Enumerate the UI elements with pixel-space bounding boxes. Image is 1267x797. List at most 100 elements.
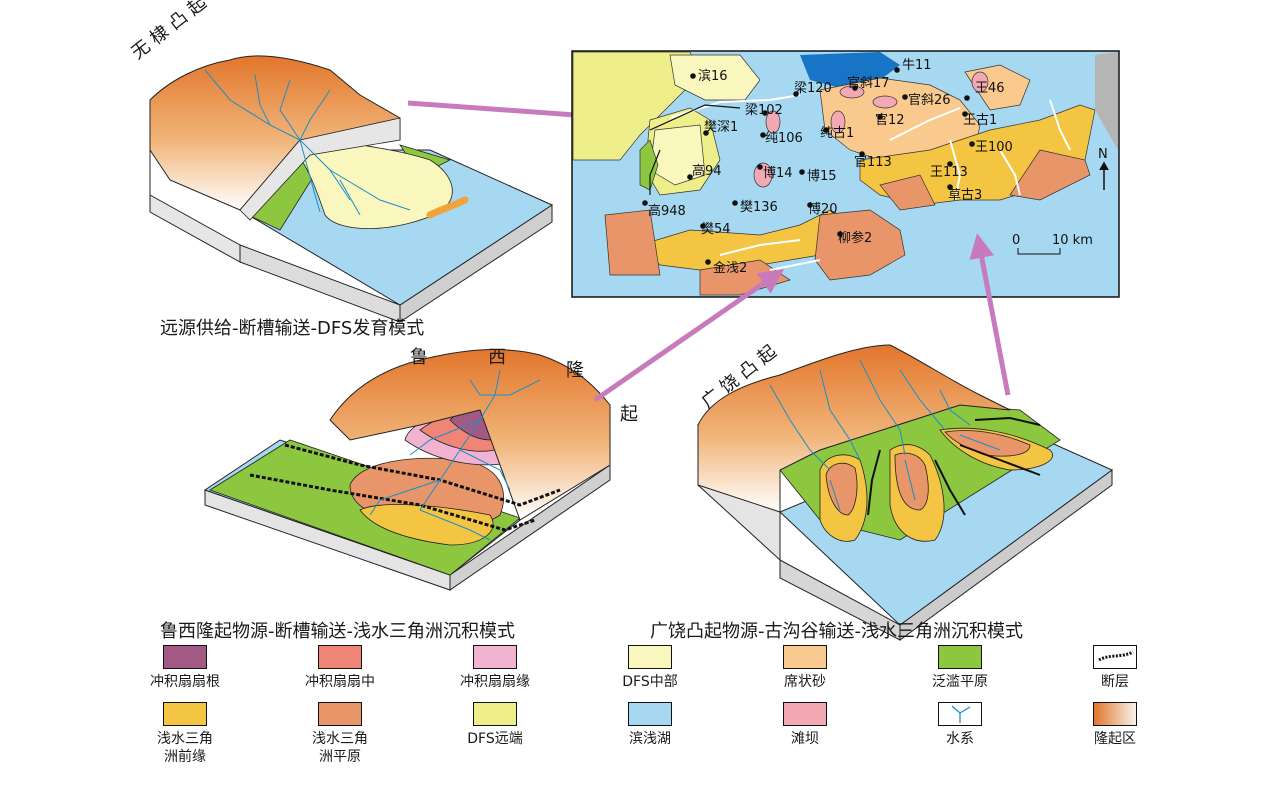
legend-item: 冲积扇扇缘	[420, 645, 570, 691]
well-marker	[687, 174, 693, 180]
legend-label: 泛滥平原	[932, 674, 988, 690]
legend-label: 冲积扇扇中	[305, 674, 375, 690]
legend-swatch	[628, 702, 672, 726]
legend-item: DFS中部	[575, 645, 725, 691]
legend: 冲积扇扇根 冲积扇扇中 冲积扇扇缘 DFS中部 席状砂泛滥平原 断层浅水三角洲前缘 浅水三角…	[110, 645, 1190, 795]
well-label: 官12	[875, 112, 905, 128]
legend-label: 隆起区	[1094, 731, 1136, 747]
well-marker	[859, 151, 865, 157]
well-marker	[705, 259, 711, 265]
well-label: 纯古1	[820, 126, 854, 141]
well-marker	[894, 67, 900, 73]
scale-ten: 10 km	[1052, 233, 1093, 248]
legend-swatch	[473, 645, 517, 669]
well-marker	[902, 94, 908, 100]
well-marker	[964, 95, 970, 101]
legend-label: DFS中部	[622, 674, 678, 690]
legend-swatch	[163, 645, 207, 669]
legend-item: 席状砂	[730, 645, 880, 691]
legend-swatch	[473, 702, 517, 726]
well-marker	[962, 111, 968, 117]
well-label: 博14	[763, 166, 793, 181]
legend-label: 冲积扇扇缘	[460, 674, 530, 690]
legend-item: 隆起区	[1040, 702, 1190, 748]
caption-guangrao-model: 广饶凸起物源-古沟谷输送-浅水三角洲沉积模式	[650, 621, 1023, 642]
legend-swatch	[163, 702, 207, 726]
north-label: N	[1098, 147, 1108, 162]
well-marker	[969, 141, 975, 147]
well-label: 牛11	[902, 58, 932, 73]
legend-item: 泛滥平原	[885, 645, 1035, 691]
well-label: 樊54	[701, 222, 731, 237]
well-label: 滨16	[698, 68, 728, 84]
legend-label: 水系	[946, 731, 974, 747]
legend-label: 断层	[1101, 674, 1129, 690]
block-luxi	[203, 349, 611, 591]
well-label: 纯106	[765, 131, 803, 146]
legend-label: 滩坝	[791, 731, 819, 747]
well-marker	[690, 73, 696, 79]
well-marker	[760, 132, 766, 138]
well-label: 王113	[930, 165, 968, 180]
well-marker	[703, 130, 709, 136]
legend-item: 浅水三角洲平原	[265, 702, 415, 766]
well-label: 梁120	[794, 81, 832, 96]
legend-swatch	[783, 645, 827, 669]
well-marker	[757, 164, 763, 170]
legend-label: DFS远端	[467, 731, 523, 747]
well-label: 官113	[854, 154, 892, 170]
legend-item: DFS远端	[420, 702, 570, 748]
caption-dfs-model: 远源供给-断槽输送-DFS发育模式	[160, 318, 425, 339]
well-marker	[877, 114, 883, 120]
caption-luxi-model: 鲁西隆起物源-断槽输送-浅水三角洲沉积模式	[160, 621, 515, 642]
legend-label: 滨浅湖	[629, 731, 671, 747]
well-marker	[732, 200, 738, 206]
legend-item: 冲积扇扇根	[110, 645, 260, 691]
well-label: 王古1	[963, 113, 997, 128]
luxi-char-4: 起	[620, 404, 638, 425]
legend-swatch	[1093, 645, 1137, 669]
well-marker	[762, 110, 768, 116]
legend-item: 滨浅湖	[575, 702, 725, 748]
luxi-char-3: 隆	[566, 360, 584, 381]
well-label: 金浅2	[713, 260, 747, 276]
block-dfs	[149, 55, 554, 323]
legend-swatch	[318, 645, 362, 669]
legend-swatch	[1093, 702, 1137, 726]
well-label: 官斜17	[847, 75, 890, 91]
well-label: 高948	[648, 203, 686, 219]
well-marker	[793, 91, 799, 97]
well-label: 博20	[808, 202, 838, 217]
legend-item: 滩坝	[730, 702, 880, 748]
legend-label: 浅水三角洲前缘	[157, 731, 213, 765]
well-marker	[852, 85, 858, 91]
legend-label: 浅水三角洲平原	[312, 731, 368, 765]
well-marker	[947, 161, 953, 167]
luxi-char-1: 鲁	[410, 347, 428, 368]
legend-swatch	[938, 645, 982, 669]
well-marker	[807, 202, 813, 208]
legend-item: 水系	[885, 702, 1035, 748]
legend-swatch	[318, 702, 362, 726]
arrow-luxi-to-map	[593, 269, 785, 403]
luxi-char-2: 西	[488, 347, 506, 368]
well-marker	[947, 184, 953, 190]
well-marker	[799, 169, 805, 175]
well-label: 官斜26	[908, 92, 951, 108]
well-label: 柳参2	[838, 230, 872, 246]
well-label: 王100	[975, 140, 1013, 155]
legend-item: 浅水三角洲前缘	[110, 702, 260, 766]
well-label: 樊深1	[704, 120, 738, 135]
well-label: 草古3	[948, 188, 982, 203]
well-label: 高94	[692, 163, 722, 179]
legend-item: 断层	[1040, 645, 1190, 691]
well-label: 樊136	[740, 200, 778, 215]
legend-item: 冲积扇扇中	[265, 645, 415, 691]
block-guangrao	[697, 344, 1113, 641]
legend-swatch	[783, 702, 827, 726]
well-label: 梁102	[745, 103, 783, 118]
well-marker	[837, 231, 843, 237]
legend-label: 冲积扇扇根	[150, 674, 220, 690]
